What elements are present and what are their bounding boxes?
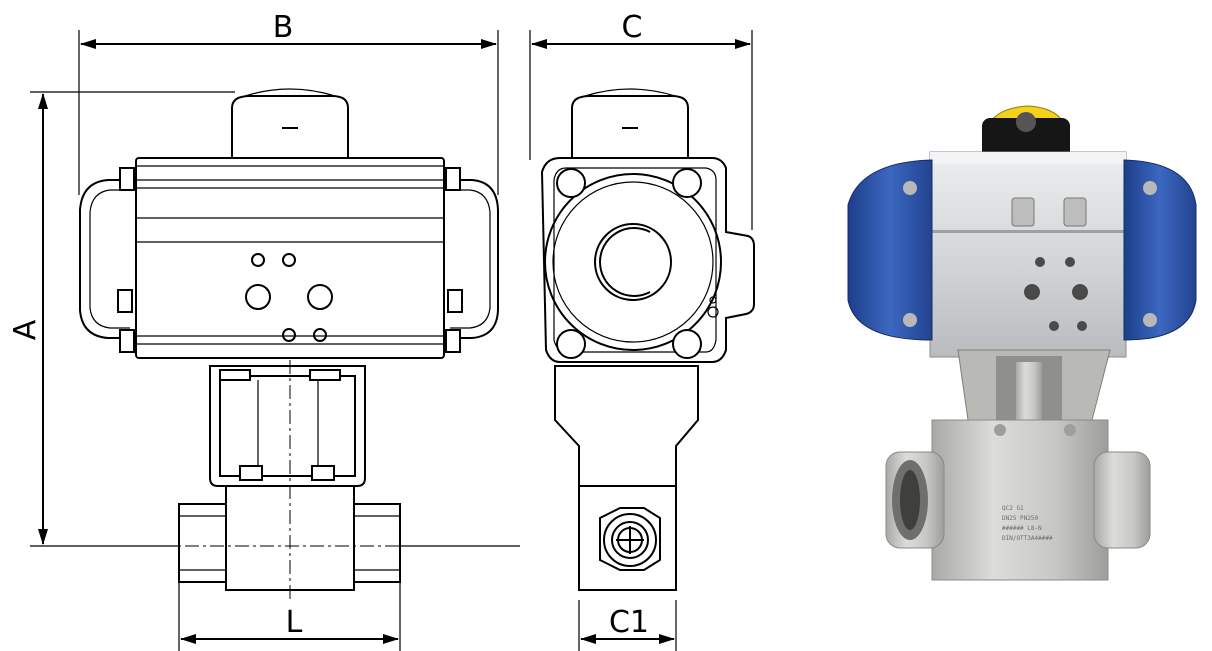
side-view-drawing — [540, 88, 755, 591]
dimension-label-l: L — [286, 605, 303, 640]
body-marking-line: QC2 G1 — [1002, 505, 1024, 512]
body-marking: QC2 G1 DN25 PN250 ###### L8-N DIN/OTT3A4… — [1002, 505, 1053, 542]
body-marking-line: DIN/OTT3A4#### — [1002, 535, 1053, 542]
body-marking-line: ###### L8-N — [1002, 525, 1042, 532]
front-view-drawing — [79, 88, 499, 600]
dimension-label-c: C — [622, 10, 643, 45]
dimension-label-b: B — [273, 10, 294, 45]
body-marking-line: DN25 PN250 — [1002, 515, 1039, 522]
dimension-label-c1: C1 — [609, 605, 649, 640]
dimension-label-a: A — [8, 319, 43, 340]
valve-product-photo: QC2 G1 DN25 PN250 ###### L8-N DIN/OTT3A4… — [847, 105, 1197, 581]
